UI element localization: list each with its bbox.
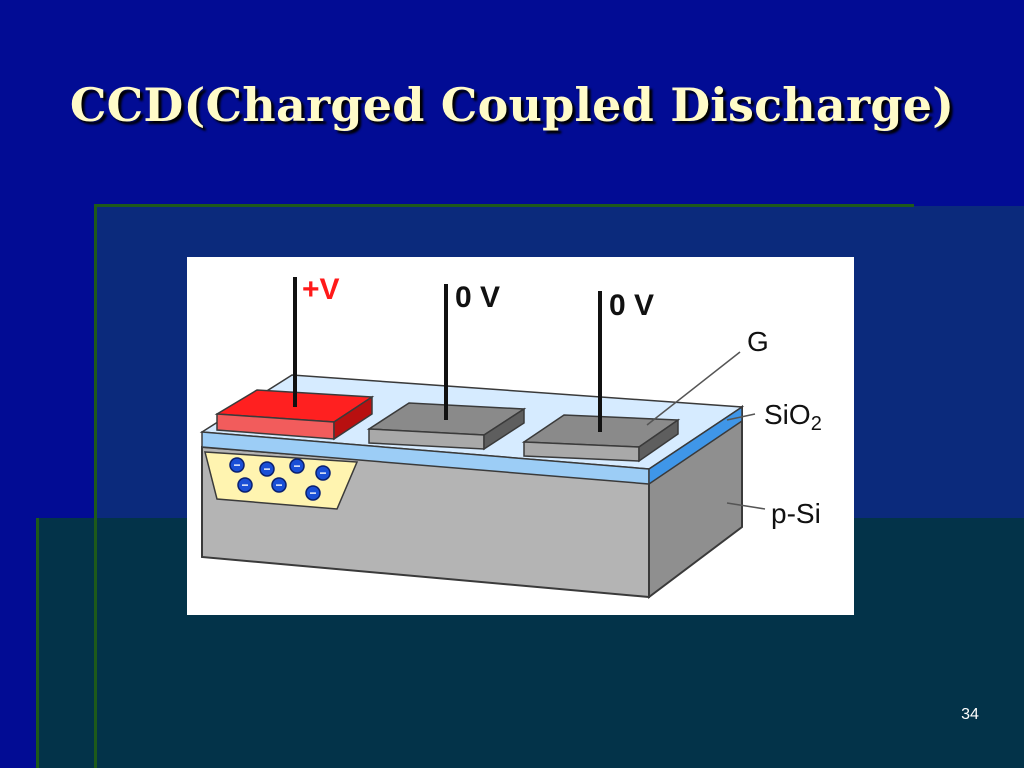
svg-text:−: − [293,459,300,473]
svg-text:−: − [319,466,326,480]
electrode-3-voltage-label: 0 V [609,289,654,322]
electrode-2-voltage-label: 0 V [455,281,500,314]
decorative-edge-vertical-lower [36,518,39,768]
electrode-1-side [333,395,373,441]
page-number: 34 [961,706,979,723]
electron: − [305,485,321,501]
electrode-1-voltage-label: +V [302,273,340,306]
svg-text:−: − [309,486,316,500]
gate-leader-line [646,351,741,426]
svg-text:−: − [275,478,282,492]
gate-label: G [747,326,769,357]
oxide-label-subscript: 2 [811,413,822,435]
substrate-leader-line [726,502,766,510]
oxide-leader-line [726,413,756,421]
electron: − [259,461,275,477]
svg-text:−: − [233,458,240,472]
decorative-edge-vertical [94,204,97,768]
oxide-side-edge [648,405,743,486]
electrode-3-side [638,418,679,463]
electron: − [237,477,253,493]
oxide-label: SiO2 [764,399,822,435]
electrode-2-side [483,407,525,451]
ccd-diagram: − − − − − − − [187,257,854,615]
decorative-edge-horizontal [94,204,914,207]
substrate-label: p-Si [771,498,821,529]
svg-text:−: − [241,478,248,492]
electron: − [289,458,305,474]
electron: − [271,477,287,493]
slide-title: CCD(Charged Coupled Discharge) [69,78,955,132]
electron: − [315,465,331,481]
svg-text:−: − [263,462,270,476]
electron: − [229,457,245,473]
oxide-label-main: SiO [764,399,811,430]
